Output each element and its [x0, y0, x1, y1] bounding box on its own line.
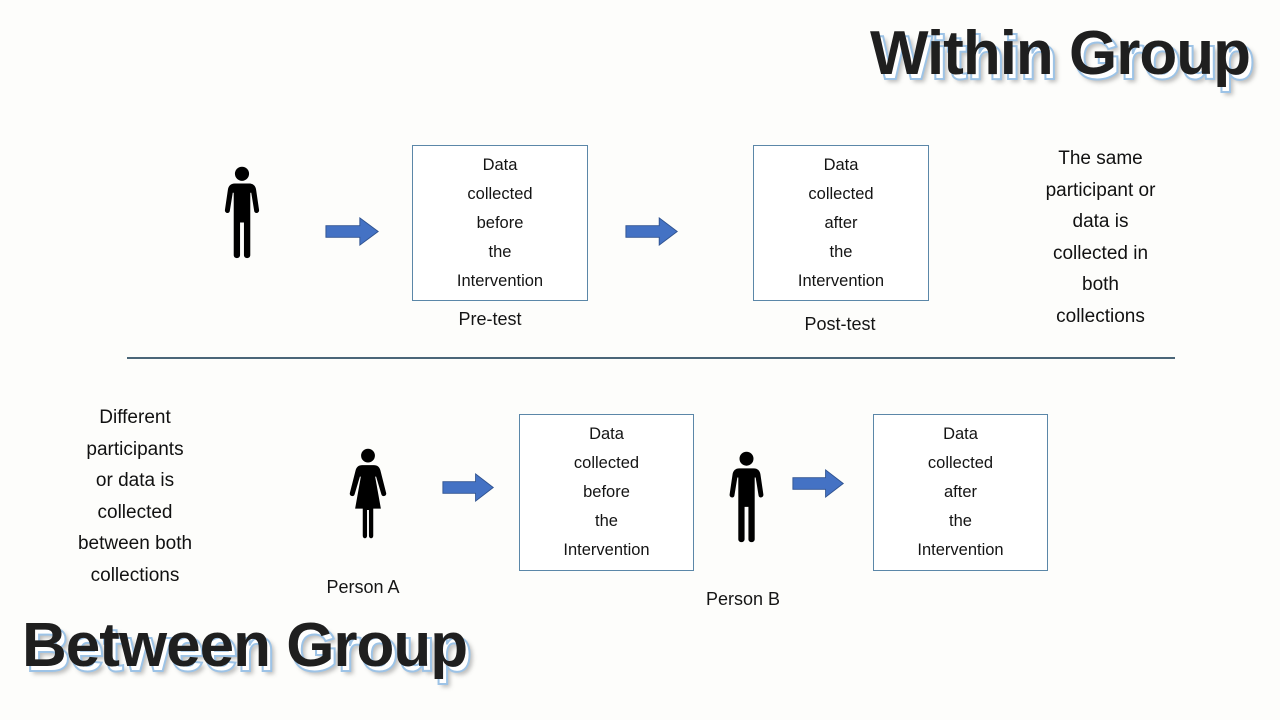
posttest-data-box: Data collected after the Intervention: [753, 145, 929, 301]
between-group-description: Different participants or data is collec…: [77, 407, 193, 586]
arrow-right-icon: [442, 471, 495, 504]
arrow-right-icon: [325, 215, 380, 248]
within-group-title-text: Within Group: [869, 19, 1251, 88]
after-intervention-box: Data collected after the Intervention: [873, 414, 1048, 571]
man-icon: [216, 166, 268, 261]
between-group-title-shadow: Between Group: [25, 615, 473, 685]
within-group-description: The same participant or data is collecte…: [1045, 148, 1156, 327]
before-intervention-box: Data collected before the Intervention: [519, 414, 694, 571]
man-icon: [722, 451, 771, 545]
within-group-title: Within Group Within Group: [869, 19, 1256, 93]
between-group-title-text: Between Group: [22, 611, 468, 680]
within-group-title-shadow: Within Group: [873, 23, 1256, 93]
arrow-right-icon: [792, 467, 845, 500]
woman-icon: [343, 448, 393, 541]
arrow-right-icon: [625, 215, 679, 248]
person-b-label: Person B: [705, 589, 781, 609]
person-a-label: Person A: [326, 577, 400, 597]
posttest-label: Post-test: [804, 314, 876, 334]
pretest-data-box: Data collected before the Intervention: [412, 145, 588, 301]
section-divider-line: [127, 357, 1175, 359]
between-group-title: Between Group Between Group: [22, 611, 473, 685]
pretest-label: Pre-test: [458, 309, 522, 329]
